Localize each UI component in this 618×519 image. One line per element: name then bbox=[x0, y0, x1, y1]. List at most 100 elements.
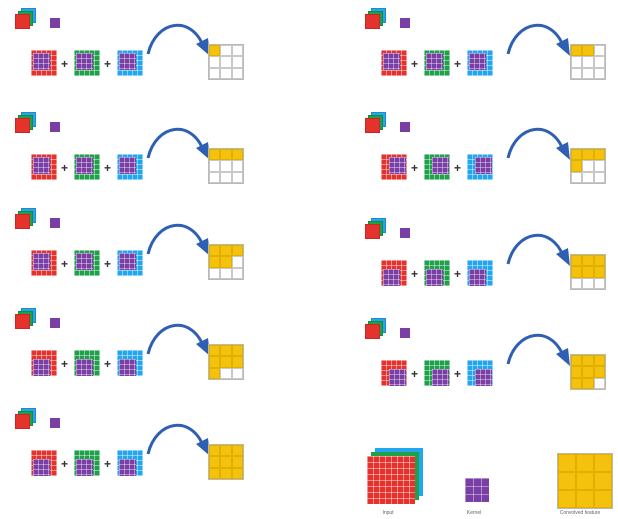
arrow-curve bbox=[508, 335, 564, 364]
plus-operator: + bbox=[104, 358, 111, 370]
output-feature-map bbox=[208, 244, 244, 280]
red-channel bbox=[365, 324, 380, 339]
kernel-overlay bbox=[469, 53, 486, 70]
output-cell bbox=[209, 445, 220, 456]
blue-channel-matrix bbox=[117, 350, 143, 376]
kernel-overlay bbox=[119, 459, 136, 476]
green-channel-matrix bbox=[74, 50, 100, 76]
plus-operator: + bbox=[104, 258, 111, 270]
output-feature-map bbox=[570, 354, 606, 390]
output-cell bbox=[594, 355, 605, 366]
input-stack-icon bbox=[14, 208, 36, 230]
output-cell bbox=[594, 56, 605, 67]
red-channel-matrix bbox=[31, 350, 57, 376]
arrow-curve bbox=[148, 425, 204, 454]
output-cell bbox=[594, 454, 612, 472]
green-channel-matrix bbox=[424, 154, 450, 180]
output-cell bbox=[209, 456, 220, 467]
arrow-curve bbox=[148, 325, 204, 354]
curved-arrow-icon bbox=[504, 328, 574, 368]
blue-channel-matrix bbox=[467, 260, 493, 286]
output-feature-map bbox=[570, 254, 606, 290]
output-cell bbox=[571, 56, 582, 67]
legend-kernel-label: Kernel bbox=[444, 510, 504, 516]
output-cell bbox=[220, 268, 231, 279]
output-cell bbox=[220, 45, 231, 56]
curved-arrow-icon bbox=[144, 318, 214, 358]
green-channel-matrix bbox=[74, 154, 100, 180]
output-cell bbox=[232, 56, 243, 67]
arrow-head bbox=[556, 248, 570, 266]
output-cell bbox=[582, 266, 593, 277]
output-cell bbox=[209, 356, 220, 367]
arrow-curve bbox=[508, 25, 564, 54]
input-stack-icon bbox=[364, 112, 386, 134]
output-cell bbox=[209, 56, 220, 67]
kernel-overlay bbox=[389, 157, 406, 174]
output-cell bbox=[558, 454, 576, 472]
red-channel-matrix bbox=[381, 50, 407, 76]
legend-input-volume bbox=[367, 456, 415, 504]
output-cell bbox=[220, 368, 231, 379]
output-cell bbox=[594, 266, 605, 277]
red-channel bbox=[365, 118, 380, 133]
output-cell bbox=[220, 456, 231, 467]
plus-operator: + bbox=[61, 358, 68, 370]
input-stack-icon bbox=[14, 8, 36, 30]
kernel-overlay bbox=[76, 157, 93, 174]
legend-output-label: Convolved feature bbox=[550, 510, 610, 516]
plus-operator: + bbox=[61, 258, 68, 270]
output-cell bbox=[576, 490, 594, 508]
output-cell bbox=[220, 356, 231, 367]
kernel-overlay bbox=[119, 53, 136, 70]
kernel-icon bbox=[400, 228, 410, 238]
output-cell bbox=[582, 160, 593, 171]
output-feature-map bbox=[570, 44, 606, 80]
plus-operator: + bbox=[411, 58, 418, 70]
output-cell bbox=[582, 366, 593, 377]
curved-arrow-icon bbox=[504, 18, 574, 58]
output-cell bbox=[232, 245, 243, 256]
output-cell bbox=[571, 172, 582, 183]
green-channel-matrix bbox=[424, 260, 450, 286]
kernel-icon bbox=[400, 122, 410, 132]
curved-arrow-icon bbox=[144, 218, 214, 258]
kernel-overlay bbox=[76, 459, 93, 476]
output-cell bbox=[232, 172, 243, 183]
output-cell bbox=[558, 472, 576, 490]
output-cell bbox=[582, 172, 593, 183]
plus-operator: + bbox=[104, 58, 111, 70]
output-cell bbox=[571, 266, 582, 277]
output-cell bbox=[209, 345, 220, 356]
output-cell bbox=[594, 255, 605, 266]
kernel-overlay bbox=[33, 359, 50, 376]
kernel-overlay bbox=[76, 253, 93, 270]
output-cell bbox=[582, 149, 593, 160]
kernel-overlay bbox=[119, 157, 136, 174]
arrow-curve bbox=[508, 129, 564, 158]
output-cell bbox=[582, 56, 593, 67]
red-channel-matrix bbox=[31, 154, 57, 180]
blue-channel-matrix bbox=[467, 360, 493, 386]
kernel-overlay bbox=[475, 157, 492, 174]
output-cell bbox=[232, 268, 243, 279]
blue-channel-matrix bbox=[117, 50, 143, 76]
output-cell bbox=[571, 160, 582, 171]
arrow-curve bbox=[508, 235, 564, 264]
output-cell bbox=[594, 378, 605, 389]
kernel-overlay bbox=[33, 459, 50, 476]
red-channel-matrix bbox=[381, 260, 407, 286]
blue-channel-matrix bbox=[117, 154, 143, 180]
output-cell bbox=[594, 45, 605, 56]
output-cell bbox=[594, 278, 605, 289]
output-cell bbox=[209, 149, 220, 160]
kernel-overlay bbox=[33, 253, 50, 270]
kernel-icon bbox=[50, 218, 60, 228]
output-cell bbox=[558, 490, 576, 508]
input-stack-icon bbox=[364, 318, 386, 340]
input-stack-icon bbox=[364, 8, 386, 30]
curved-arrow-icon bbox=[504, 228, 574, 268]
curved-arrow-icon bbox=[144, 418, 214, 458]
green-channel-matrix bbox=[74, 250, 100, 276]
kernel-overlay bbox=[33, 157, 50, 174]
